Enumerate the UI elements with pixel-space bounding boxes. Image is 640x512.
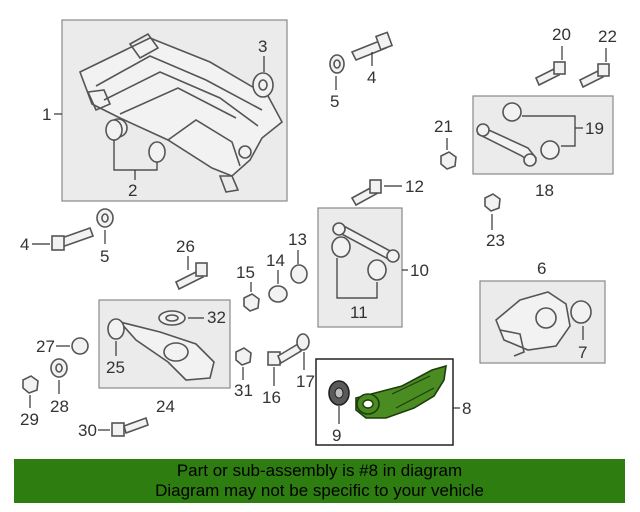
knuckle-group-6[interactable] — [479, 280, 606, 364]
crossmember-group[interactable] — [61, 19, 288, 202]
nut-31[interactable] — [235, 347, 252, 366]
callout-5-top[interactable]: 5 — [330, 92, 339, 111]
arm-group-18[interactable] — [472, 95, 614, 175]
banner-line-1: Part or sub-assembly is #8 in diagram — [176, 461, 463, 480]
callout-18[interactable]: 18 — [535, 181, 554, 200]
bushing-3[interactable] — [252, 72, 274, 98]
callout-21[interactable]: 21 — [434, 117, 453, 136]
callout-19[interactable]: 19 — [585, 119, 604, 138]
callout-4-left[interactable]: 4 — [20, 235, 29, 254]
bushing-13[interactable] — [290, 264, 308, 284]
bolt-4-left[interactable] — [51, 226, 95, 251]
nut-15[interactable] — [243, 293, 260, 312]
bolt-20[interactable] — [534, 61, 566, 87]
callout-12[interactable]: 12 — [405, 177, 424, 196]
washer-27[interactable] — [71, 337, 89, 355]
callout-1[interactable]: 1 — [42, 105, 51, 124]
callout-29[interactable]: 29 — [20, 410, 39, 429]
callout-11[interactable]: 11 — [350, 303, 368, 322]
callout-17[interactable]: 17 — [296, 372, 315, 391]
washer-14[interactable] — [268, 285, 288, 303]
callout-6[interactable]: 6 — [537, 259, 546, 278]
callout-2[interactable]: 2 — [128, 181, 137, 200]
bolt-22[interactable] — [578, 63, 610, 89]
nut-29[interactable] — [22, 375, 39, 394]
washer-28[interactable] — [50, 358, 68, 378]
callout-16[interactable]: 16 — [262, 388, 281, 407]
bolt-16[interactable] — [267, 342, 303, 366]
nut-23[interactable] — [484, 193, 501, 212]
info-banner: Part or sub-assembly is #8 in diagram Di… — [14, 459, 625, 503]
nut-21[interactable] — [440, 151, 457, 170]
callout-24[interactable]: 24 — [156, 397, 175, 416]
callout-10[interactable]: 10 — [410, 261, 429, 280]
callout-23[interactable]: 23 — [486, 231, 505, 250]
callout-4-top[interactable]: 4 — [367, 68, 376, 87]
callout-8[interactable]: 8 — [462, 399, 471, 418]
bolt-26[interactable] — [174, 262, 208, 291]
callout-26[interactable]: 26 — [176, 237, 195, 256]
callout-9[interactable]: 9 — [332, 426, 341, 445]
bushing-9[interactable] — [328, 380, 350, 406]
callout-5-left[interactable]: 5 — [100, 247, 109, 266]
callout-28[interactable]: 28 — [50, 397, 69, 416]
banner-line-2: Diagram may not be specific to your vehi… — [155, 481, 484, 500]
callout-32[interactable]: 32 — [207, 308, 226, 327]
callout-13[interactable]: 13 — [288, 230, 307, 249]
callout-31[interactable]: 31 — [234, 381, 253, 400]
bolt-12[interactable] — [350, 179, 382, 207]
callout-3[interactable]: 3 — [258, 37, 267, 56]
callout-7[interactable]: 7 — [578, 343, 587, 362]
callout-20[interactable]: 20 — [552, 25, 571, 44]
washer-17[interactable] — [296, 333, 310, 351]
bolt-4-top[interactable] — [350, 31, 394, 62]
bolt-30[interactable] — [111, 416, 149, 437]
washer-5-top[interactable] — [329, 54, 345, 74]
callout-27[interactable]: 27 — [36, 337, 55, 356]
upper-arm-group-10[interactable] — [317, 207, 403, 328]
washer-5-left[interactable] — [96, 208, 114, 228]
callout-15[interactable]: 15 — [236, 263, 255, 282]
lower-arm-group-24[interactable] — [98, 299, 231, 389]
callout-14[interactable]: 14 — [266, 251, 285, 270]
callout-25[interactable]: 25 — [106, 358, 125, 377]
callout-30[interactable]: 30 — [78, 421, 97, 440]
callout-22[interactable]: 22 — [598, 27, 617, 46]
